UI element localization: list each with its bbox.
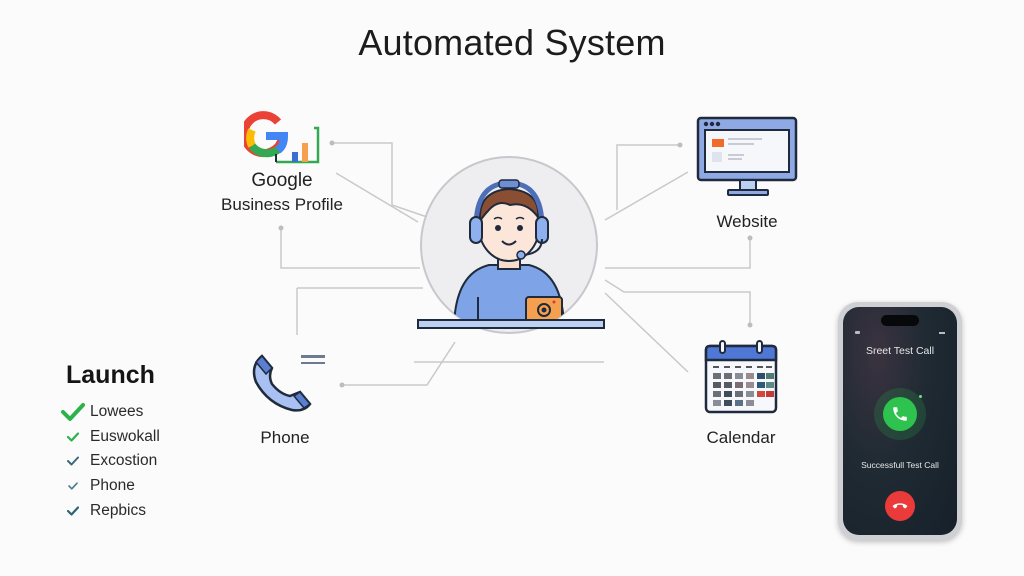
call-status-text: Successfull Test Call: [861, 460, 939, 470]
decline-call-button[interactable]: [885, 491, 915, 521]
checklist-item-label: Repbics: [90, 502, 146, 519]
smartphone-mockup: Sreet Test Call Successfull Test Call: [838, 302, 962, 540]
call-header-text: Sreet Test Call: [865, 345, 935, 357]
checkmark-icon: [60, 506, 86, 516]
checkmark-icon: [60, 456, 86, 466]
website-label: Website: [716, 212, 778, 231]
indicator-dot: [919, 395, 922, 398]
calendar-label: Calendar: [706, 428, 776, 447]
checkmark-icon: [60, 432, 86, 442]
checklist-item: Excostion: [60, 449, 157, 473]
status-icon: [855, 331, 860, 334]
checklist-item: Repbics: [60, 499, 146, 523]
phone-handset-icon: [248, 352, 314, 414]
checklist-item-label: Lowees: [90, 403, 144, 420]
checklist-item-label: Euswokall: [90, 428, 160, 445]
phone-screen: Sreet Test Call Successfull Test Call: [843, 307, 957, 535]
business-profile-label: Business Profile: [221, 195, 343, 214]
calendar-icon: [704, 340, 778, 414]
checklist-item: Phone: [60, 474, 135, 498]
support-agent-hub: [414, 155, 606, 335]
checklist-item: Lowees: [60, 400, 143, 424]
support-agent-icon: [417, 156, 605, 334]
equals-icon: [301, 355, 325, 367]
desktop-monitor-icon: [696, 116, 800, 198]
phone-accept-icon: [893, 407, 907, 421]
checklist-item: Euswokall: [60, 425, 160, 449]
phone-label: Phone: [260, 428, 310, 447]
checklist-item-label: Excostion: [90, 452, 158, 469]
diagram-title: Automated System: [358, 22, 666, 63]
checklist-item-label: Phone: [90, 477, 135, 494]
dynamic-island: [881, 315, 919, 326]
google-label: Google: [251, 170, 313, 191]
launch-title: Launch: [66, 361, 155, 389]
checkmark-icon: [60, 402, 86, 422]
battery-icon: [939, 332, 945, 334]
phone-decline-icon: [892, 503, 908, 509]
google-business-profile-icon: [240, 110, 324, 166]
checkmark-icon: [60, 482, 86, 490]
accept-call-button[interactable]: [883, 397, 917, 431]
